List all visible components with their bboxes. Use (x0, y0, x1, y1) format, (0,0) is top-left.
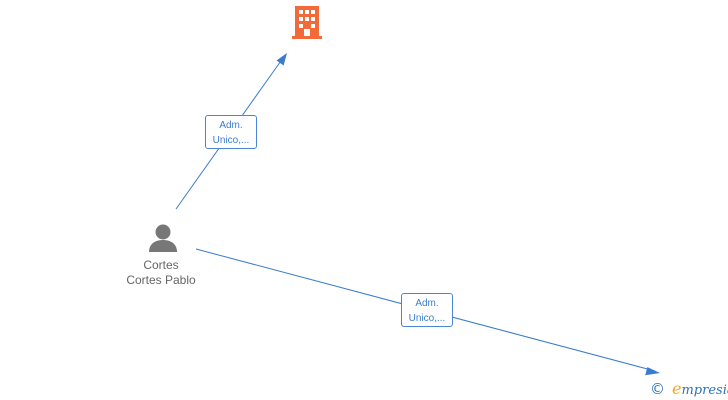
brand-initial: e (672, 379, 682, 398)
person-name-line2: Cortes Pablo (126, 273, 196, 287)
edge-label-line1: Adm. (219, 120, 243, 131)
copyright-icon: © (650, 380, 665, 398)
brand-name: mpresia (681, 383, 728, 398)
building-icon[interactable] (292, 6, 322, 39)
edge-label-line1: Adm. (415, 298, 439, 309)
edge-arrowhead-company (276, 53, 287, 66)
edge-arrowhead-offscreen (645, 367, 660, 376)
person-icon[interactable] (149, 224, 177, 253)
edge-label-company[interactable]: Adm. Unico,... (205, 115, 257, 149)
brand-logo: empresia (672, 379, 728, 398)
person-node-label[interactable]: Cortes Cortes Pablo (101, 258, 221, 288)
edge-label-offscreen[interactable]: Adm. Unico,... (401, 293, 453, 327)
edge-label-line2: Unico,... (408, 313, 446, 324)
edge-label-line2: Unico,... (212, 135, 250, 146)
person-name-line1: Cortes (143, 258, 179, 272)
